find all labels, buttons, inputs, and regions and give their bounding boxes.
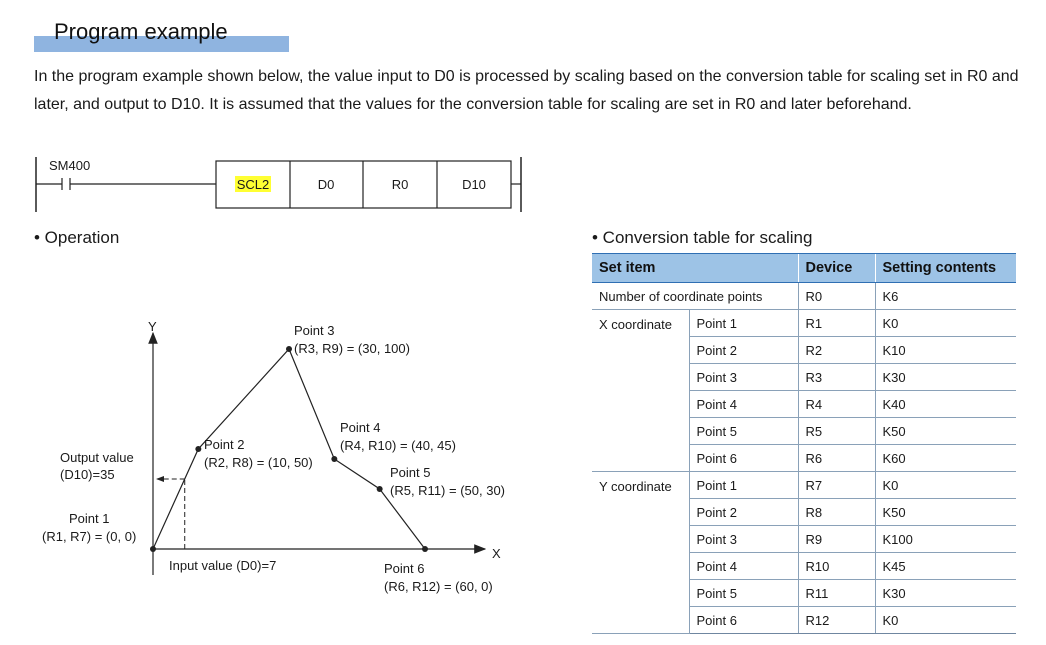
cell-device: R7 — [798, 471, 876, 499]
point-6-marker — [422, 546, 428, 552]
cell-device: R5 — [798, 417, 876, 445]
table-header-row: Set item Device Setting contents — [592, 253, 1017, 283]
cell-value: K0 — [875, 606, 1017, 634]
point-2-marker — [195, 446, 202, 452]
cell-value: K40 — [875, 390, 1017, 418]
cell-device: R8 — [798, 498, 876, 526]
point-6-name: Point 6 — [384, 561, 424, 576]
contact-label: SM400 — [49, 158, 90, 173]
header-device: Device — [797, 253, 876, 283]
point-2-coords: (R2, R8) = (10, 50) — [204, 455, 313, 470]
cell-point: Point 3 — [689, 525, 799, 553]
cell-point: Point 2 — [689, 336, 799, 364]
operand-source: D0 — [318, 177, 335, 192]
point-1-name: Point 1 — [69, 511, 109, 526]
point-3-name: Point 3 — [294, 323, 334, 338]
cell-point: Point 1 — [689, 309, 799, 337]
cell-point: Point 3 — [689, 363, 799, 391]
cell-value: K6 — [875, 282, 1017, 310]
point-3-coords: (R3, R9) = (30, 100) — [294, 341, 410, 356]
point-1-marker — [150, 546, 156, 552]
normally-open-contact-icon — [61, 178, 71, 190]
header-set-item: Set item — [592, 253, 799, 283]
cell-value: K10 — [875, 336, 1017, 364]
output-value-result: (D10)=35 — [60, 467, 115, 482]
cell-value: K30 — [875, 363, 1017, 391]
cell-device: R4 — [798, 390, 876, 418]
point-4-marker — [331, 456, 338, 462]
cell-value: K45 — [875, 552, 1017, 580]
point-6-coords: (R6, R12) = (60, 0) — [384, 579, 493, 594]
cell-value: K50 — [875, 417, 1017, 445]
operation-section-title: • Operation — [34, 228, 120, 247]
input-value-label: Input value (D0)=7 — [169, 558, 276, 573]
output-value-label: Output value — [60, 450, 134, 465]
cell-device: R12 — [798, 606, 876, 634]
cell-device: R11 — [798, 579, 876, 607]
cell-device: R9 — [798, 525, 876, 553]
ladder-diagram: SM400 SCL2 D0 R0 D10 — [35, 157, 522, 212]
point-2-name: Point 2 — [204, 437, 244, 452]
cell-point: Point 4 — [689, 552, 799, 580]
cell-device: R1 — [798, 309, 876, 337]
cell-device: R2 — [798, 336, 876, 364]
page-title: Program example — [54, 19, 228, 44]
operand-destination: D10 — [462, 177, 486, 192]
cell-point: Point 4 — [689, 390, 799, 418]
cell-point: Point 6 — [689, 606, 799, 634]
instruction-name: SCL2 — [237, 177, 270, 192]
header-setting-contents: Setting contents — [874, 253, 1017, 283]
cell-device: R0 — [798, 282, 876, 310]
intro-paragraph: In the program example shown below, the … — [34, 68, 1019, 113]
cell-device: R6 — [798, 444, 876, 472]
table-section-title: • Conversion table for scaling — [592, 228, 813, 247]
cell-device: R3 — [798, 363, 876, 391]
scaling-graph: Y X Output value (D10)=35 Input value (D… — [42, 319, 505, 594]
operand-table: R0 — [392, 177, 409, 192]
instruction-highlight — [235, 176, 271, 192]
point-5-name: Point 5 — [390, 465, 430, 480]
cell-value: K100 — [875, 525, 1017, 553]
cell-point: Point 5 — [689, 579, 799, 607]
point-3-marker — [286, 346, 292, 352]
cell-value: K0 — [875, 471, 1017, 499]
point-5-marker — [376, 486, 383, 492]
cell-item: Number of coordinate points — [592, 282, 799, 310]
cell-point: Point 6 — [689, 444, 799, 472]
cell-value: K0 — [875, 309, 1017, 337]
conversion-table: Set item Device Setting contents Number … — [592, 253, 1017, 634]
point-4-name: Point 4 — [340, 420, 380, 435]
cell-device: R10 — [798, 552, 876, 580]
y-axis-label: Y — [148, 319, 157, 334]
cell-value: K60 — [875, 444, 1017, 472]
table-row: Number of coordinate points R0 K6 — [592, 282, 1017, 310]
cell-point: Point 5 — [689, 417, 799, 445]
point-1-coords: (R1, R7) = (0, 0) — [42, 529, 136, 544]
cell-group: X coordinate — [592, 309, 690, 472]
point-4-coords: (R4, R10) = (40, 45) — [340, 438, 456, 453]
point-5-coords: (R5, R11) = (50, 30) — [390, 483, 505, 498]
cell-value: K50 — [875, 498, 1017, 526]
cell-point: Point 2 — [689, 498, 799, 526]
heading-underline-bar — [34, 36, 289, 52]
cell-group: Y coordinate — [592, 471, 690, 634]
cell-value: K30 — [875, 579, 1017, 607]
x-axis-label: X — [492, 546, 501, 561]
cell-point: Point 1 — [689, 471, 799, 499]
scaling-curve — [152, 347, 426, 550]
